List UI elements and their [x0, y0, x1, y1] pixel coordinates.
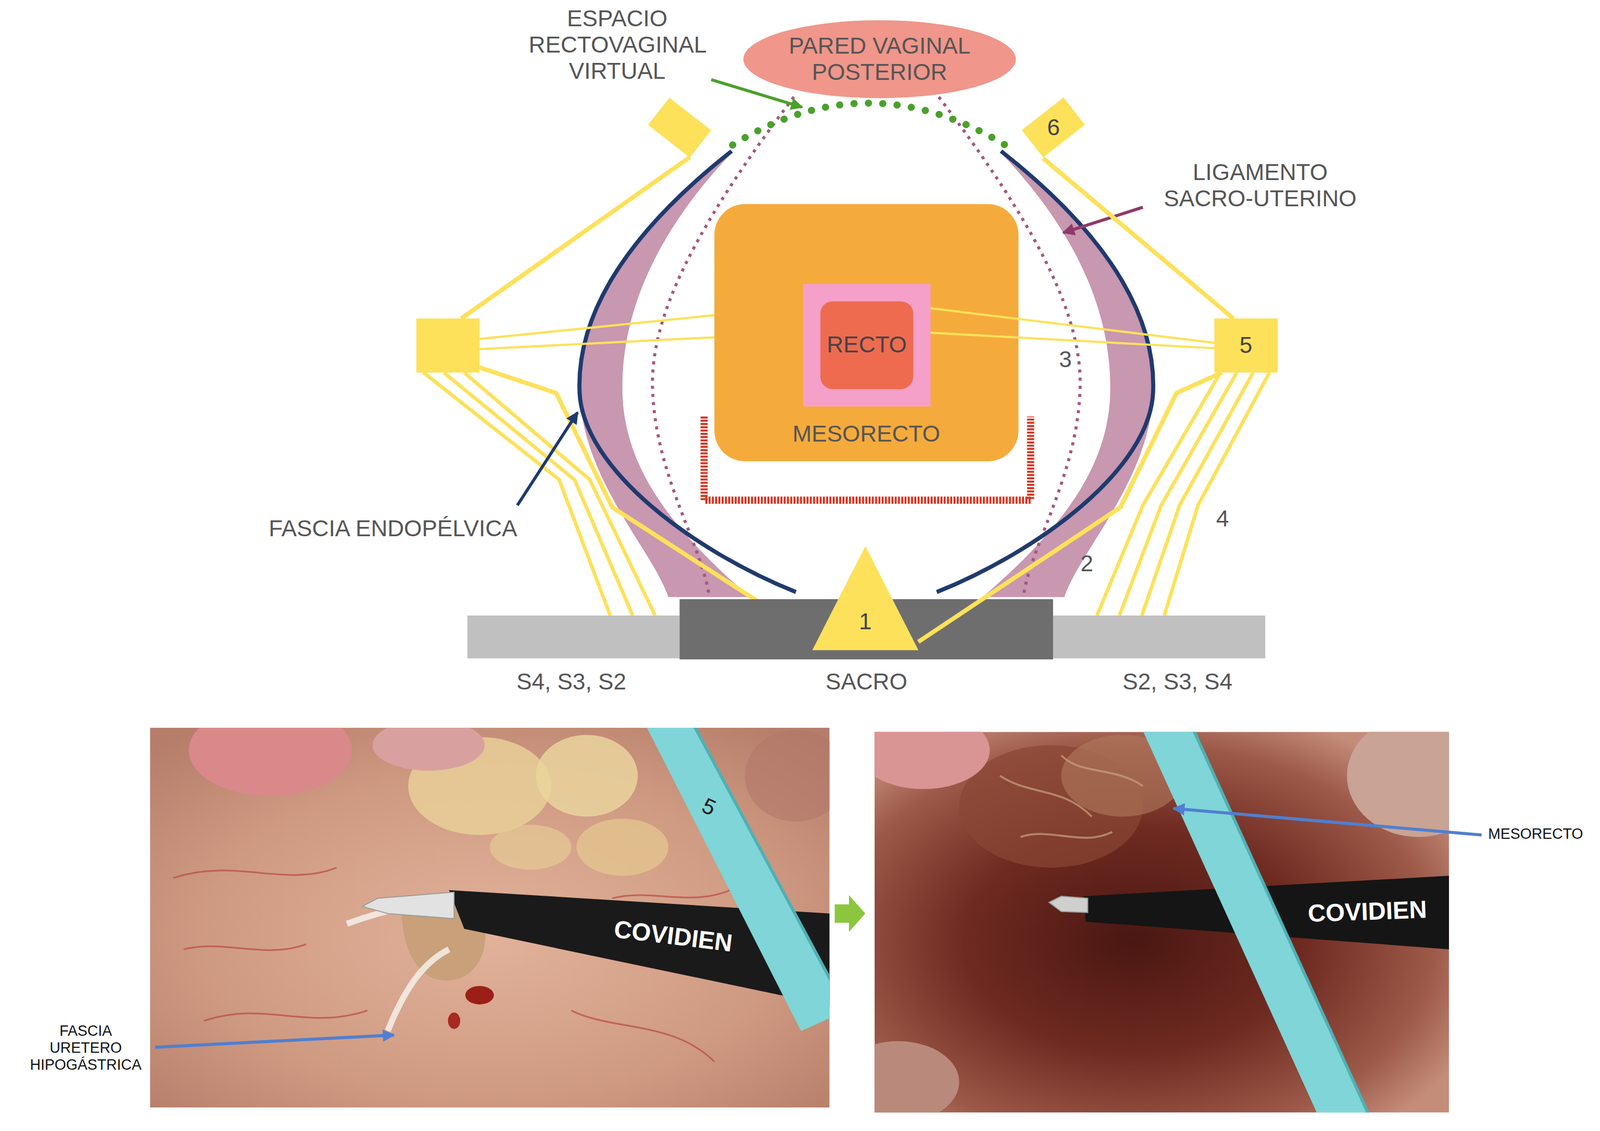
callout-number: 3 — [1059, 346, 1072, 373]
node-label: RECTO — [827, 331, 907, 358]
tag-shape — [1021, 97, 1085, 158]
instrument-marking: 5 — [698, 792, 721, 820]
laparoscopic-photo — [874, 1040, 960, 1113]
laparoscopic-photo — [188, 727, 352, 796]
laparoscopic-photo — [489, 824, 572, 870]
laparoscopic-photo — [372, 727, 485, 771]
sequence-arrow — [834, 894, 866, 932]
root-label: S2, S3, S4 — [1122, 668, 1233, 695]
laparoscopic-photo — [465, 985, 494, 1005]
tag-shape — [1021, 97, 1085, 158]
ellipse-shape — [743, 20, 1016, 98]
node-label: 5 — [1239, 332, 1253, 359]
region-label: ESPACIO RECTOVAGINAL VIRTUAL — [528, 5, 707, 85]
instrument-brand: COVIDIEN — [1307, 894, 1428, 928]
photo-label: MESORECTO — [1487, 825, 1584, 843]
nerve-lines-right — [1164, 372, 1270, 616]
node-label: PARED VAGINAL POSTERIOR — [781, 32, 979, 86]
sacral-root-bar — [467, 615, 680, 659]
node-label: MESORECTO — [792, 420, 941, 447]
dotted-space-arc — [732, 102, 1005, 145]
laparoscopic-photo — [642, 727, 830, 1031]
callout-tag: 6 — [1020, 96, 1087, 159]
nerve-lines-left — [443, 372, 633, 616]
laparoscopic-photo — [1049, 896, 1088, 913]
nerve-lines-right — [1119, 372, 1237, 616]
callout-triangle-outline — [812, 545, 919, 650]
instrument-brand: COVIDIEN — [612, 914, 735, 958]
nerve-tag — [648, 97, 712, 158]
rectum-lumen-shape — [820, 300, 914, 389]
laparoscopic-photo — [149, 727, 830, 1108]
nerve-square — [416, 318, 480, 373]
nerve-lines-right — [1096, 372, 1270, 616]
leader-arrow — [155, 1034, 395, 1047]
mesorectum-box: MESORECTO RECTO — [714, 204, 1019, 462]
photo-label: FASCIA URETERO HIPOGÁSTRICA — [30, 1022, 142, 1074]
vaginal-wall-ellipse: PARED VAGINAL POSTERIOR — [743, 20, 1016, 98]
root-label: S4, S3, S2 — [516, 668, 627, 695]
laparoscopic-photo — [362, 891, 455, 919]
laparoscopic-photo — [576, 818, 669, 876]
laparoscopic-photo — [1346, 731, 1450, 837]
nerve-tag — [648, 97, 712, 158]
laparoscopic-photo — [745, 729, 830, 822]
callout-square: 5 — [1214, 318, 1278, 373]
leader-arrow — [1173, 807, 1482, 835]
rectum-box: RECTO — [803, 283, 931, 407]
nerve-lines-left — [461, 156, 690, 319]
laparoscopic-photo — [690, 727, 830, 1011]
sacral-root-bar — [1052, 615, 1266, 659]
triangle-shape — [812, 545, 919, 650]
laparoscopic-photo — [874, 731, 991, 789]
region-label: LIGAMENTO SACRO-UTERINO — [1156, 159, 1365, 213]
callout-number: 4 — [1216, 505, 1229, 532]
region-label: FASCIA ENDOPÉLVICA — [268, 515, 517, 542]
callout-number: 2 — [1080, 550, 1093, 577]
nerve-lines-left — [464, 372, 656, 616]
nerve-lines-right — [1141, 372, 1253, 616]
node-label: 1 — [858, 608, 872, 635]
laparoscopic-photo — [999, 754, 1143, 838]
laparoscopic-photo — [874, 731, 1450, 1113]
bone-label: SACRO — [825, 668, 907, 695]
square-shape — [1214, 318, 1278, 373]
callout-triangle: 1 — [812, 545, 919, 650]
leader-arrow — [517, 412, 578, 506]
nerve-lines-right — [1096, 372, 1221, 616]
laparoscopic-photo — [535, 734, 638, 817]
laparoscopic-photo — [448, 1012, 461, 1029]
rectum-wall-shape — [803, 283, 931, 407]
rounded-box-shape — [714, 204, 1019, 462]
laparoscopic-photo — [346, 898, 480, 1032]
node-label: 6 — [1046, 114, 1060, 141]
